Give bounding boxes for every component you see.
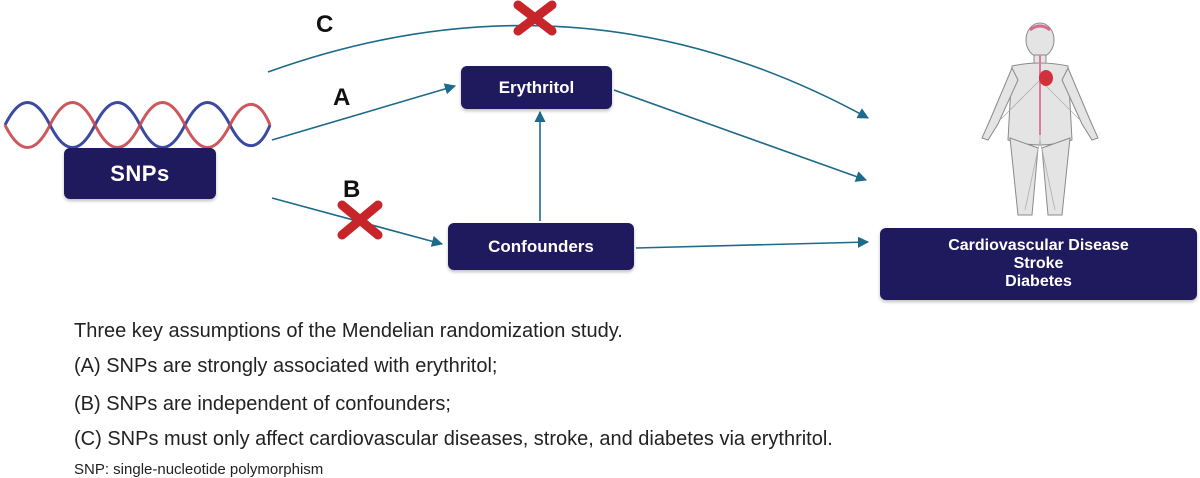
confounders-node-label: Confounders xyxy=(488,236,594,256)
caption-title: Three key assumptions of the Mendelian r… xyxy=(74,320,623,342)
dna-helix-icon xyxy=(3,101,272,149)
erythritol-to-outcomes-arrow xyxy=(613,89,868,182)
confounders-to-outcomes-arrow xyxy=(635,236,870,249)
caption-assumption-a: (A) SNPs are strongly associated with er… xyxy=(74,355,498,377)
caption-assumption-c: (C) SNPs must only affect cardiovascular… xyxy=(74,428,833,450)
caption-assumption-b: (B) SNPs are independent of confounders; xyxy=(74,393,451,415)
path-label-c: C xyxy=(316,11,334,38)
cross-icon-path-c xyxy=(513,0,557,36)
erythritol-node: Erythritol xyxy=(461,66,612,109)
human-body-icon xyxy=(981,22,1099,216)
confounders-node: Confounders xyxy=(448,223,634,270)
cross-icon-path-b xyxy=(337,200,383,240)
path-label-a: A xyxy=(333,84,351,111)
path-c-arrow xyxy=(267,24,869,119)
path-a-arrow xyxy=(271,83,457,141)
snps-node-label: SNPs xyxy=(110,160,170,186)
outcome-cardiovascular-disease: Cardiovascular Disease xyxy=(948,237,1129,254)
caption-abbreviation: SNP: single-nucleotide polymorphism xyxy=(74,461,324,478)
erythritol-node-label: Erythritol xyxy=(498,77,575,97)
snps-node: SNPs xyxy=(64,148,216,199)
outcomes-node: Cardiovascular Disease Stroke Diabetes xyxy=(880,228,1197,300)
path-label-b: B xyxy=(343,176,361,203)
outcome-stroke: Stroke xyxy=(1013,255,1064,272)
outcome-diabetes: Diabetes xyxy=(1005,273,1072,290)
